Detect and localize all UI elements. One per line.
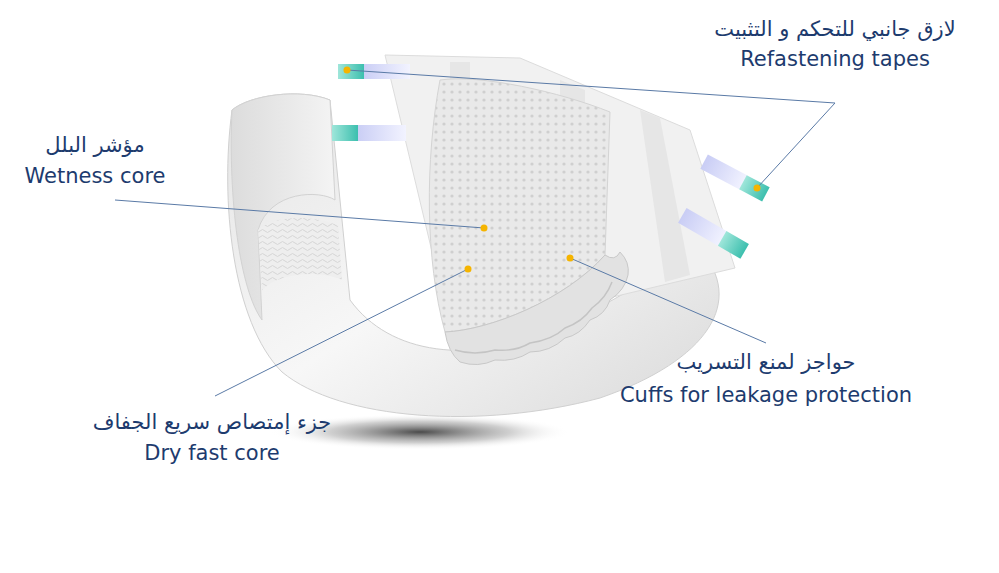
leader-lines bbox=[115, 70, 835, 396]
leak-cuffs bbox=[445, 252, 628, 365]
part-label: Refastening tapes bbox=[740, 47, 930, 72]
part-label: Wetness core bbox=[25, 164, 166, 189]
part-label: لازق جانبي للتحكم و التثبيت bbox=[714, 17, 955, 42]
part-label: مؤشر البلل bbox=[45, 133, 144, 158]
part-label: Cuffs for leakage protection bbox=[620, 383, 912, 408]
callout-dots bbox=[344, 67, 761, 273]
waist-band bbox=[231, 94, 335, 320]
tape-right-lower bbox=[678, 208, 749, 259]
part-label: Dry fast core bbox=[144, 441, 280, 466]
waist-texture bbox=[258, 218, 342, 290]
tape-left-lower bbox=[332, 125, 406, 141]
tape-right-upper bbox=[700, 155, 769, 202]
part-label: حواجز لمنع التسريب bbox=[677, 350, 856, 375]
part-label: جزء إمتصاص سريع الجفاف bbox=[93, 410, 332, 435]
